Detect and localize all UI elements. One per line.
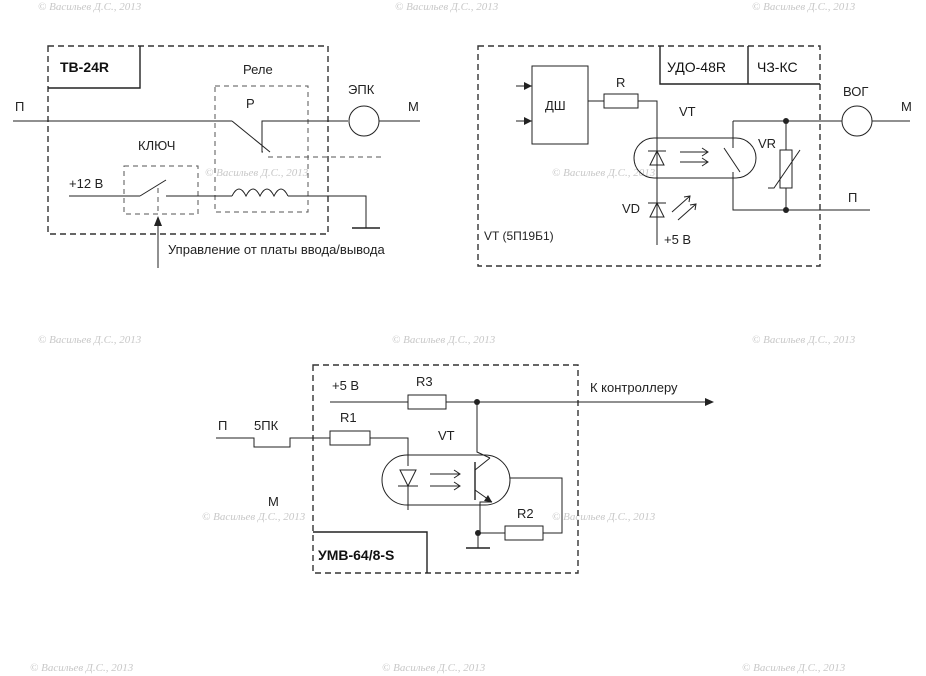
lamp-vog bbox=[841, 105, 873, 137]
wire-r-to-opto bbox=[638, 100, 658, 148]
block-tv24r-title-box bbox=[48, 46, 141, 89]
resistor-r3 bbox=[407, 394, 447, 410]
lamp-epk bbox=[348, 105, 380, 137]
opto-led bbox=[399, 469, 417, 488]
supply-5v-label: +5 В bbox=[664, 232, 691, 247]
line-p-label: П bbox=[848, 190, 857, 205]
resistor-r2 bbox=[504, 525, 544, 541]
watermark: © Васильев Д.С., 2013 bbox=[38, 1, 142, 13]
led-vd-ray-2 bbox=[677, 203, 697, 221]
watermark: © Васильев Д.С., 2013 bbox=[552, 511, 656, 523]
relay-contact-label: Р bbox=[246, 96, 255, 111]
watermark: © Васильев Д.С., 2013 bbox=[38, 334, 142, 346]
control-caption: Управление от платы ввода/вывода bbox=[168, 242, 385, 257]
optocoupler-vt bbox=[633, 137, 757, 179]
supply-12v-label: +12 В bbox=[69, 176, 103, 191]
lamp-vog-label: ВОГ bbox=[843, 84, 868, 99]
opto-switch bbox=[723, 147, 741, 173]
block-umv64-title-box bbox=[313, 531, 428, 573]
line-m-label: М bbox=[408, 99, 419, 114]
resistor-r1 bbox=[329, 430, 371, 446]
fuse-5pk bbox=[216, 437, 330, 448]
watermark: © Васильев Д.С., 2013 bbox=[395, 1, 499, 13]
resistor-r1-label: R1 bbox=[340, 410, 357, 425]
key-box bbox=[123, 165, 199, 215]
block-tv24r-frame bbox=[47, 45, 329, 235]
relay-coil bbox=[231, 188, 289, 198]
optocoupler-vt bbox=[381, 454, 511, 506]
block-udo48r-title-box bbox=[659, 46, 820, 85]
watermark: © Васильев Д.С., 2013 bbox=[752, 334, 856, 346]
opto-ray-1-head bbox=[453, 469, 461, 479]
block-udo48r-title: УДО-48R bbox=[667, 59, 726, 75]
dsh-input-1-arrow bbox=[524, 82, 532, 90]
control-arrow-head bbox=[154, 216, 162, 226]
part-label: VT (5П19Б1) bbox=[484, 229, 554, 243]
opto-ray-2-head bbox=[453, 481, 461, 491]
wire-emitter bbox=[479, 501, 492, 533]
opto-ray-1-head bbox=[701, 147, 709, 157]
varistor-slash bbox=[768, 149, 801, 189]
watermark: © Васильев Д.С., 2013 bbox=[392, 334, 496, 346]
wire-coil-to-ground bbox=[288, 195, 367, 228]
block-tv24r-title: ТВ-24R bbox=[60, 59, 109, 75]
led-vd-label: VD bbox=[622, 201, 640, 216]
key-label: КЛЮЧ bbox=[138, 138, 175, 153]
wire-r1-to-led bbox=[370, 437, 409, 466]
led-vd-ray-2-head bbox=[689, 203, 697, 211]
opto-ray-2-head bbox=[701, 157, 709, 167]
watermarks: © Васильев Д.С., 2013 © Васильев Д.С., 2… bbox=[30, 1, 856, 674]
controller-arrow bbox=[705, 398, 714, 406]
decoder-dsh bbox=[531, 65, 589, 145]
optocoupler-vt-label: VT bbox=[679, 104, 696, 119]
watermark: © Васильев Д.С., 2013 bbox=[205, 167, 309, 179]
optocoupler-vt-label: VT bbox=[438, 428, 455, 443]
watermark: © Васильев Д.С., 2013 bbox=[742, 662, 846, 674]
watermark: © Васильев Д.С., 2013 bbox=[752, 1, 856, 13]
supply-5v-label: +5 В bbox=[332, 378, 359, 393]
relay-contact-switch bbox=[231, 120, 271, 153]
lamp-epk-label: ЭПК bbox=[348, 82, 375, 97]
resistor-r-label: R bbox=[616, 75, 625, 90]
key-switch bbox=[139, 179, 167, 197]
varistor-vr bbox=[779, 149, 793, 189]
block-tv24r: ТВ-24R Реле Р П ЭПК М КЛЮЧ +12 В Управле… bbox=[13, 45, 420, 268]
resistor-r bbox=[603, 93, 639, 109]
resistor-r3-label: R3 bbox=[416, 374, 433, 389]
line-p-label: П bbox=[15, 99, 24, 114]
resistor-r2-label: R2 bbox=[517, 506, 534, 521]
block-udo48r-title-extra: ЧЗ-КС bbox=[757, 59, 798, 75]
relay-box bbox=[214, 85, 309, 213]
dsh-input-2-arrow bbox=[524, 117, 532, 125]
block-umv64: УМВ-64/8-S +5 В R3 К контроллеру П 5ПК R… bbox=[216, 364, 714, 574]
block-umv64-title: УМВ-64/8-S bbox=[318, 547, 394, 563]
wire-to-lamp bbox=[261, 120, 348, 153]
block-udo48r: УДО-48R ЧЗ-КС ДШ R VT ВОГ bbox=[477, 45, 912, 267]
opto-switch-bottom-wire bbox=[732, 172, 786, 211]
decoder-dsh-label: ДШ bbox=[545, 98, 566, 113]
watermark: © Васильев Д.С., 2013 bbox=[202, 511, 306, 523]
led-vd-ray-1 bbox=[671, 195, 691, 213]
watermark: © Васильев Д.С., 2013 bbox=[552, 167, 656, 179]
line-p-label: П bbox=[218, 418, 227, 433]
line-m-label: М bbox=[268, 494, 279, 509]
relay-label: Реле bbox=[243, 62, 273, 77]
wire-collector bbox=[476, 402, 491, 459]
watermark: © Васильев Д.С., 2013 bbox=[30, 662, 134, 674]
transistor-emitter-arrow bbox=[484, 495, 492, 502]
watermark: © Васильев Д.С., 2013 bbox=[382, 662, 486, 674]
transistor-collector bbox=[474, 457, 491, 471]
controller-label: К контроллеру bbox=[590, 380, 678, 395]
block-udo48r-frame bbox=[477, 45, 821, 267]
varistor-vr-label: VR bbox=[758, 136, 776, 151]
block-umv64-frame bbox=[312, 364, 579, 574]
wire-r2-to-base bbox=[510, 477, 563, 534]
line-m-label: М bbox=[901, 99, 912, 114]
led-vd-ray-1-head bbox=[683, 195, 691, 203]
fuse-label: 5ПК bbox=[254, 418, 279, 433]
